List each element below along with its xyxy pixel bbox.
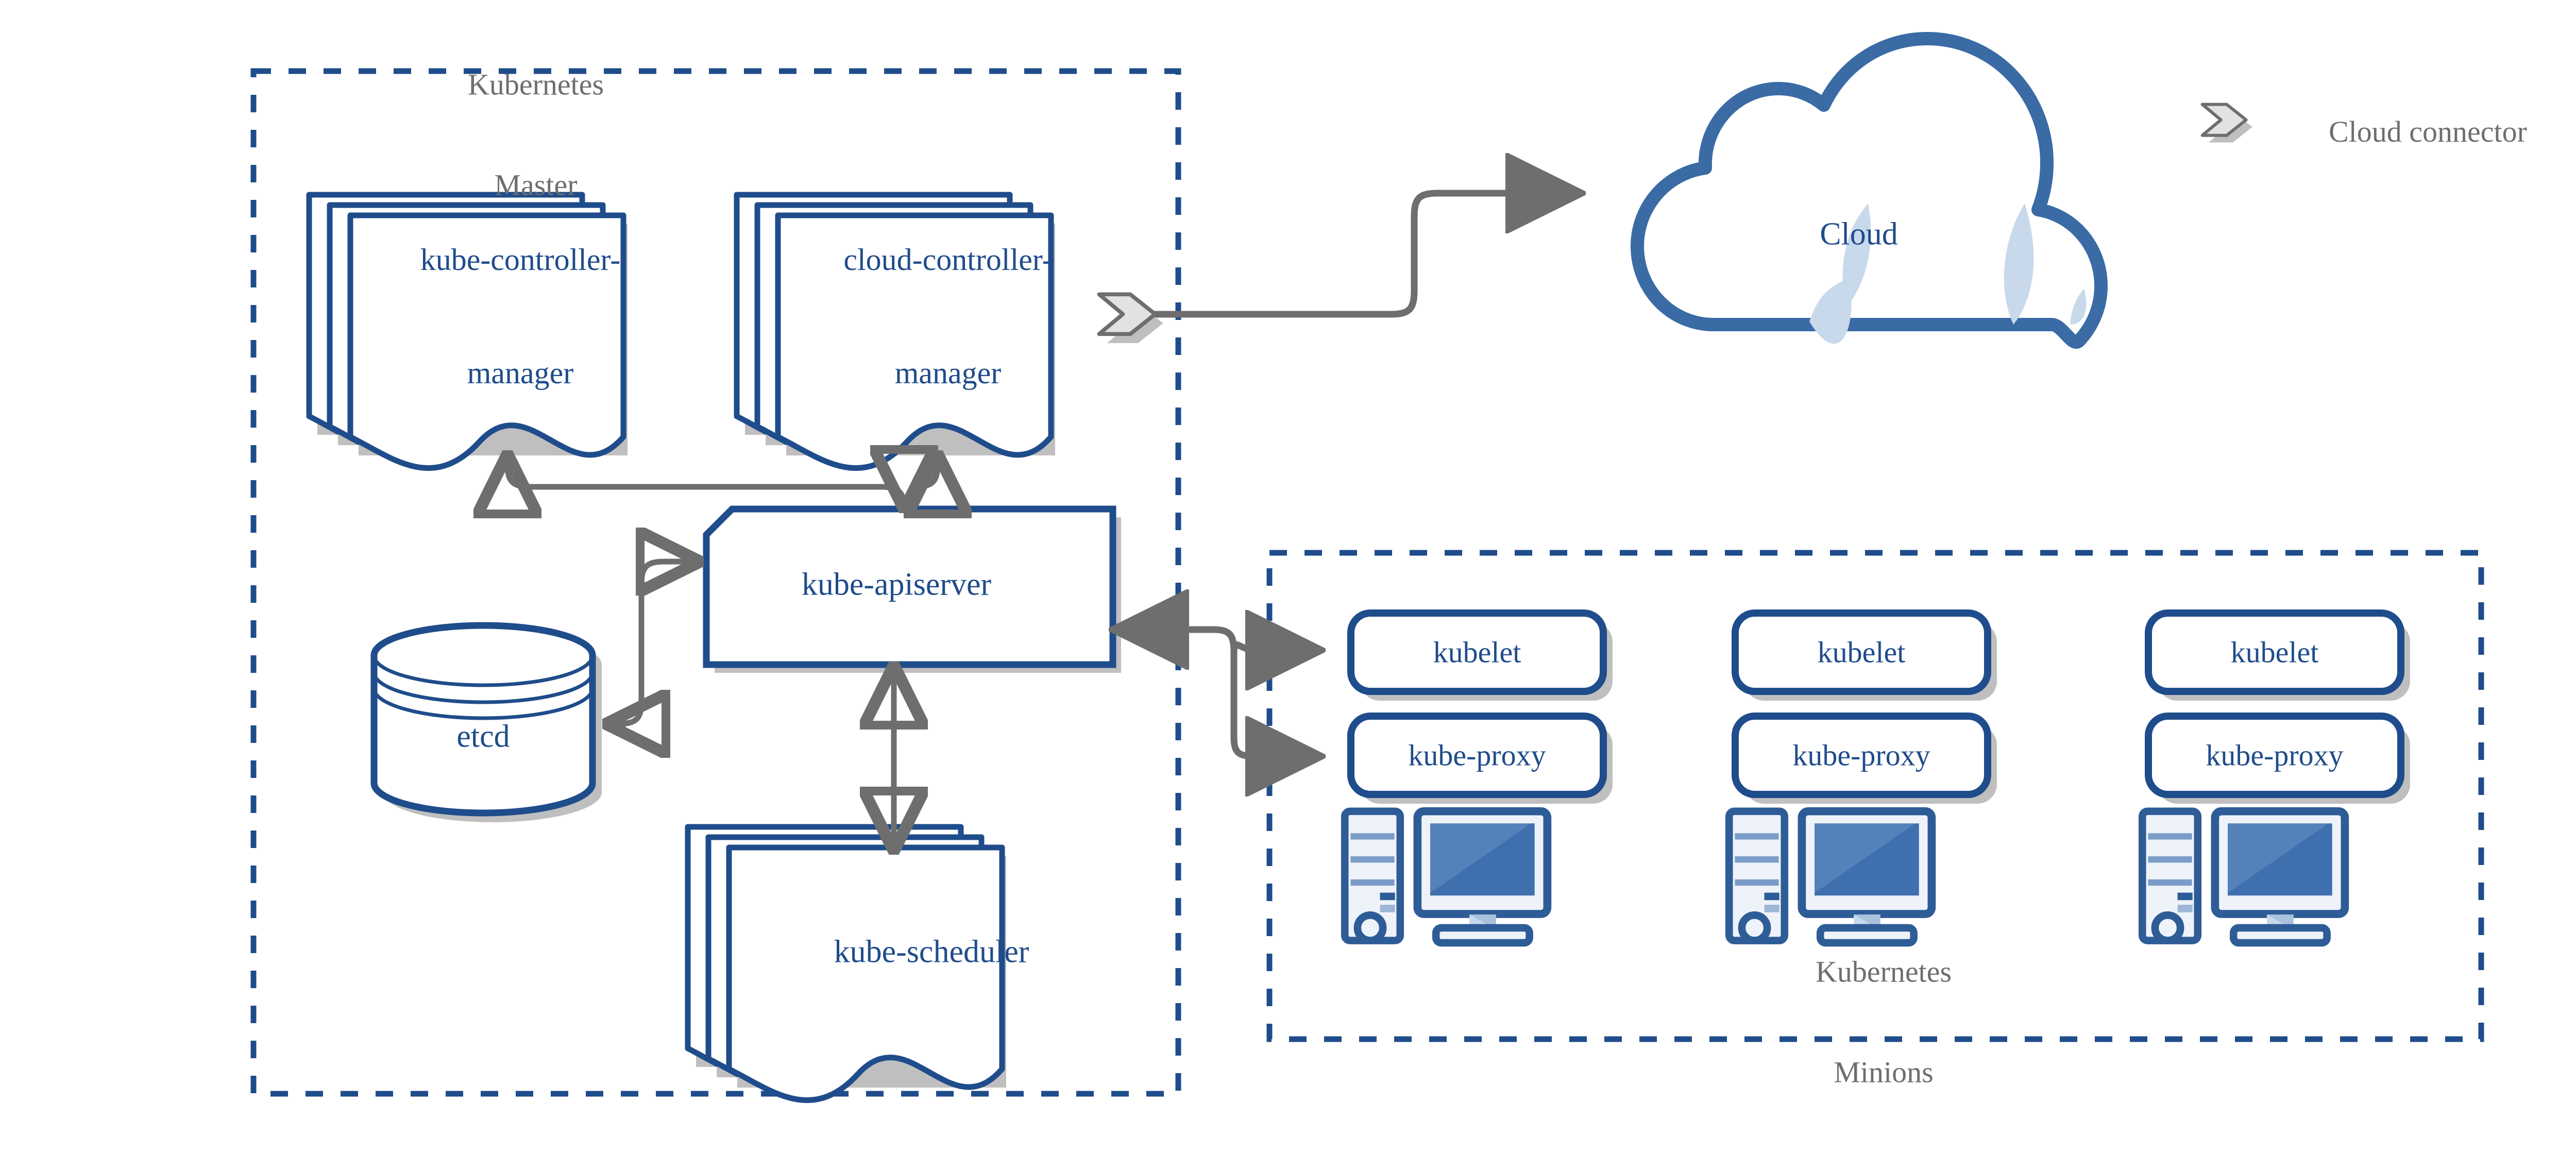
cloud-label: Cloud	[1820, 216, 1898, 252]
legend-cloud-connector-icon	[2202, 105, 2252, 143]
node-2-kube-proxy-label: kube-proxy	[1792, 738, 1930, 772]
kubernetes-master-group-label: Kubernetes Master	[467, 67, 604, 202]
cloud-shape	[1631, 32, 2108, 349]
connector-apiserver-etcd	[608, 562, 698, 724]
node-1-computer-icon	[1345, 811, 1547, 943]
kube-controller-manager-label: kube-controller- manager	[420, 243, 621, 390]
kube-apiserver-label: kube-apiserver	[801, 567, 992, 602]
connector-apiserver-node-agents	[1115, 630, 1319, 756]
cloud-controller-manager-shape	[737, 195, 1055, 468]
connector-controllers-apiserver	[507, 456, 938, 510]
node-1-agents	[1347, 609, 1613, 804]
legend-cloud-connector-label: Cloud connector	[2329, 115, 2527, 148]
connector-cloudcontroller-cloud	[1128, 193, 1579, 318]
kubernetes-master-group-box	[250, 68, 1181, 1097]
kubernetes-minions-group-label: Kubernetes Minions	[1815, 955, 1952, 1089]
kube-controller-manager-shape	[309, 195, 628, 468]
kube-scheduler-shape	[688, 827, 1006, 1100]
cloud-connector-icon-inline	[1099, 294, 1163, 343]
node-2-kubelet-label: kubelet	[1817, 635, 1906, 669]
node-3-kubelet-label: kubelet	[2230, 635, 2319, 669]
etcd-label: etcd	[456, 719, 510, 754]
node-3-computer-icon	[2142, 811, 2345, 943]
kube-scheduler-label: kube-scheduler	[834, 934, 1029, 970]
etcd-shape	[370, 622, 602, 822]
cloud-controller-manager-label: cloud-controller- manager	[843, 243, 1053, 390]
node-1-kubelet-label: kubelet	[1433, 635, 1521, 669]
node-1-kube-proxy-label: kube-proxy	[1408, 738, 1546, 772]
node-3-agents	[2145, 609, 2410, 804]
node-2-agents	[1732, 609, 1997, 804]
node-3-kube-proxy-label: kube-proxy	[2206, 738, 2344, 772]
